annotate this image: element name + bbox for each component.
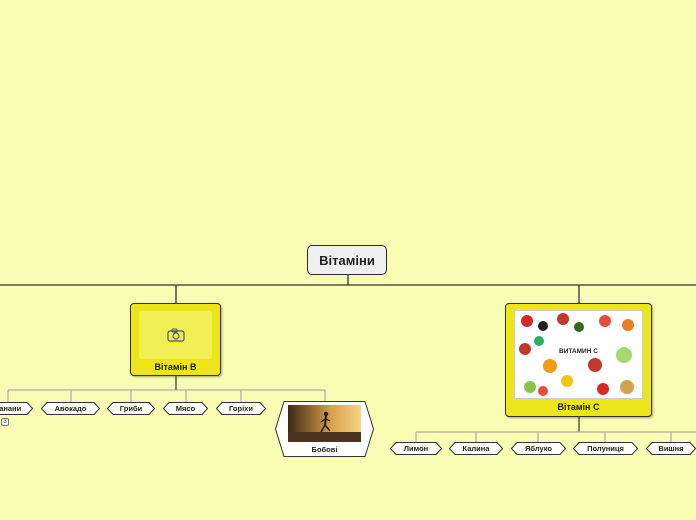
subtopic-label: Мясо [175, 404, 196, 413]
topic-vitamin-c[interactable]: ВИТАМИН С Вітамін С [505, 303, 652, 417]
fruit-decor-icon [519, 313, 634, 396]
subtopic-label: Банани [0, 404, 22, 413]
subtopic-polunytsia[interactable]: Полуниця [573, 442, 638, 455]
subtopic-bobovi[interactable]: Бобові [275, 401, 374, 457]
subtopic-label: Вишня [658, 444, 684, 453]
image-placeholder [139, 311, 212, 359]
subtopic-hryby[interactable]: Гриби [107, 402, 155, 415]
topic-title: Вітамін В [154, 362, 197, 372]
root-topic[interactable]: Вітаміни [307, 245, 387, 275]
subtopic-label: Авокадо [54, 404, 87, 413]
subtopic-miaso[interactable]: Мясо [163, 402, 208, 415]
subtopic-yabluko[interactable]: Яблуко [511, 442, 566, 455]
subtopic-kalyna[interactable]: Калина [449, 442, 503, 455]
root-title: Вітаміни [319, 252, 375, 268]
subtopic-avokado[interactable]: Авокадо [41, 402, 100, 415]
subtopic-label: Лимон [403, 444, 429, 453]
subtopic-label: Полуниця [587, 444, 624, 453]
subtopic-label: Бобові [311, 445, 338, 454]
subtopic-horikhy[interactable]: Горіхи [216, 402, 266, 415]
camera-icon [166, 328, 185, 342]
vitamin-c-fruits-image: ВИТАМИН С [514, 310, 643, 399]
subtopic-banany[interactable]: Банани [0, 402, 33, 415]
subtopic-vyshnia[interactable]: Вишня [646, 442, 696, 455]
topic-title: Вітамін С [557, 402, 600, 412]
subtopic-label: Гриби [119, 404, 143, 413]
subtopic-label: Яблуко [525, 444, 552, 453]
subtopic-label: Горіхи [229, 404, 253, 413]
topic-vitamin-b[interactable]: Вітамін В [130, 303, 221, 376]
subtopic-label: Калина [462, 444, 490, 453]
subtopic-lymon[interactable]: Лимон [390, 442, 442, 455]
runner-photo [288, 405, 361, 442]
collapsed-count-badge[interactable]: 3 [1, 418, 9, 426]
image-caption: ВИТАМИН С [559, 348, 598, 355]
